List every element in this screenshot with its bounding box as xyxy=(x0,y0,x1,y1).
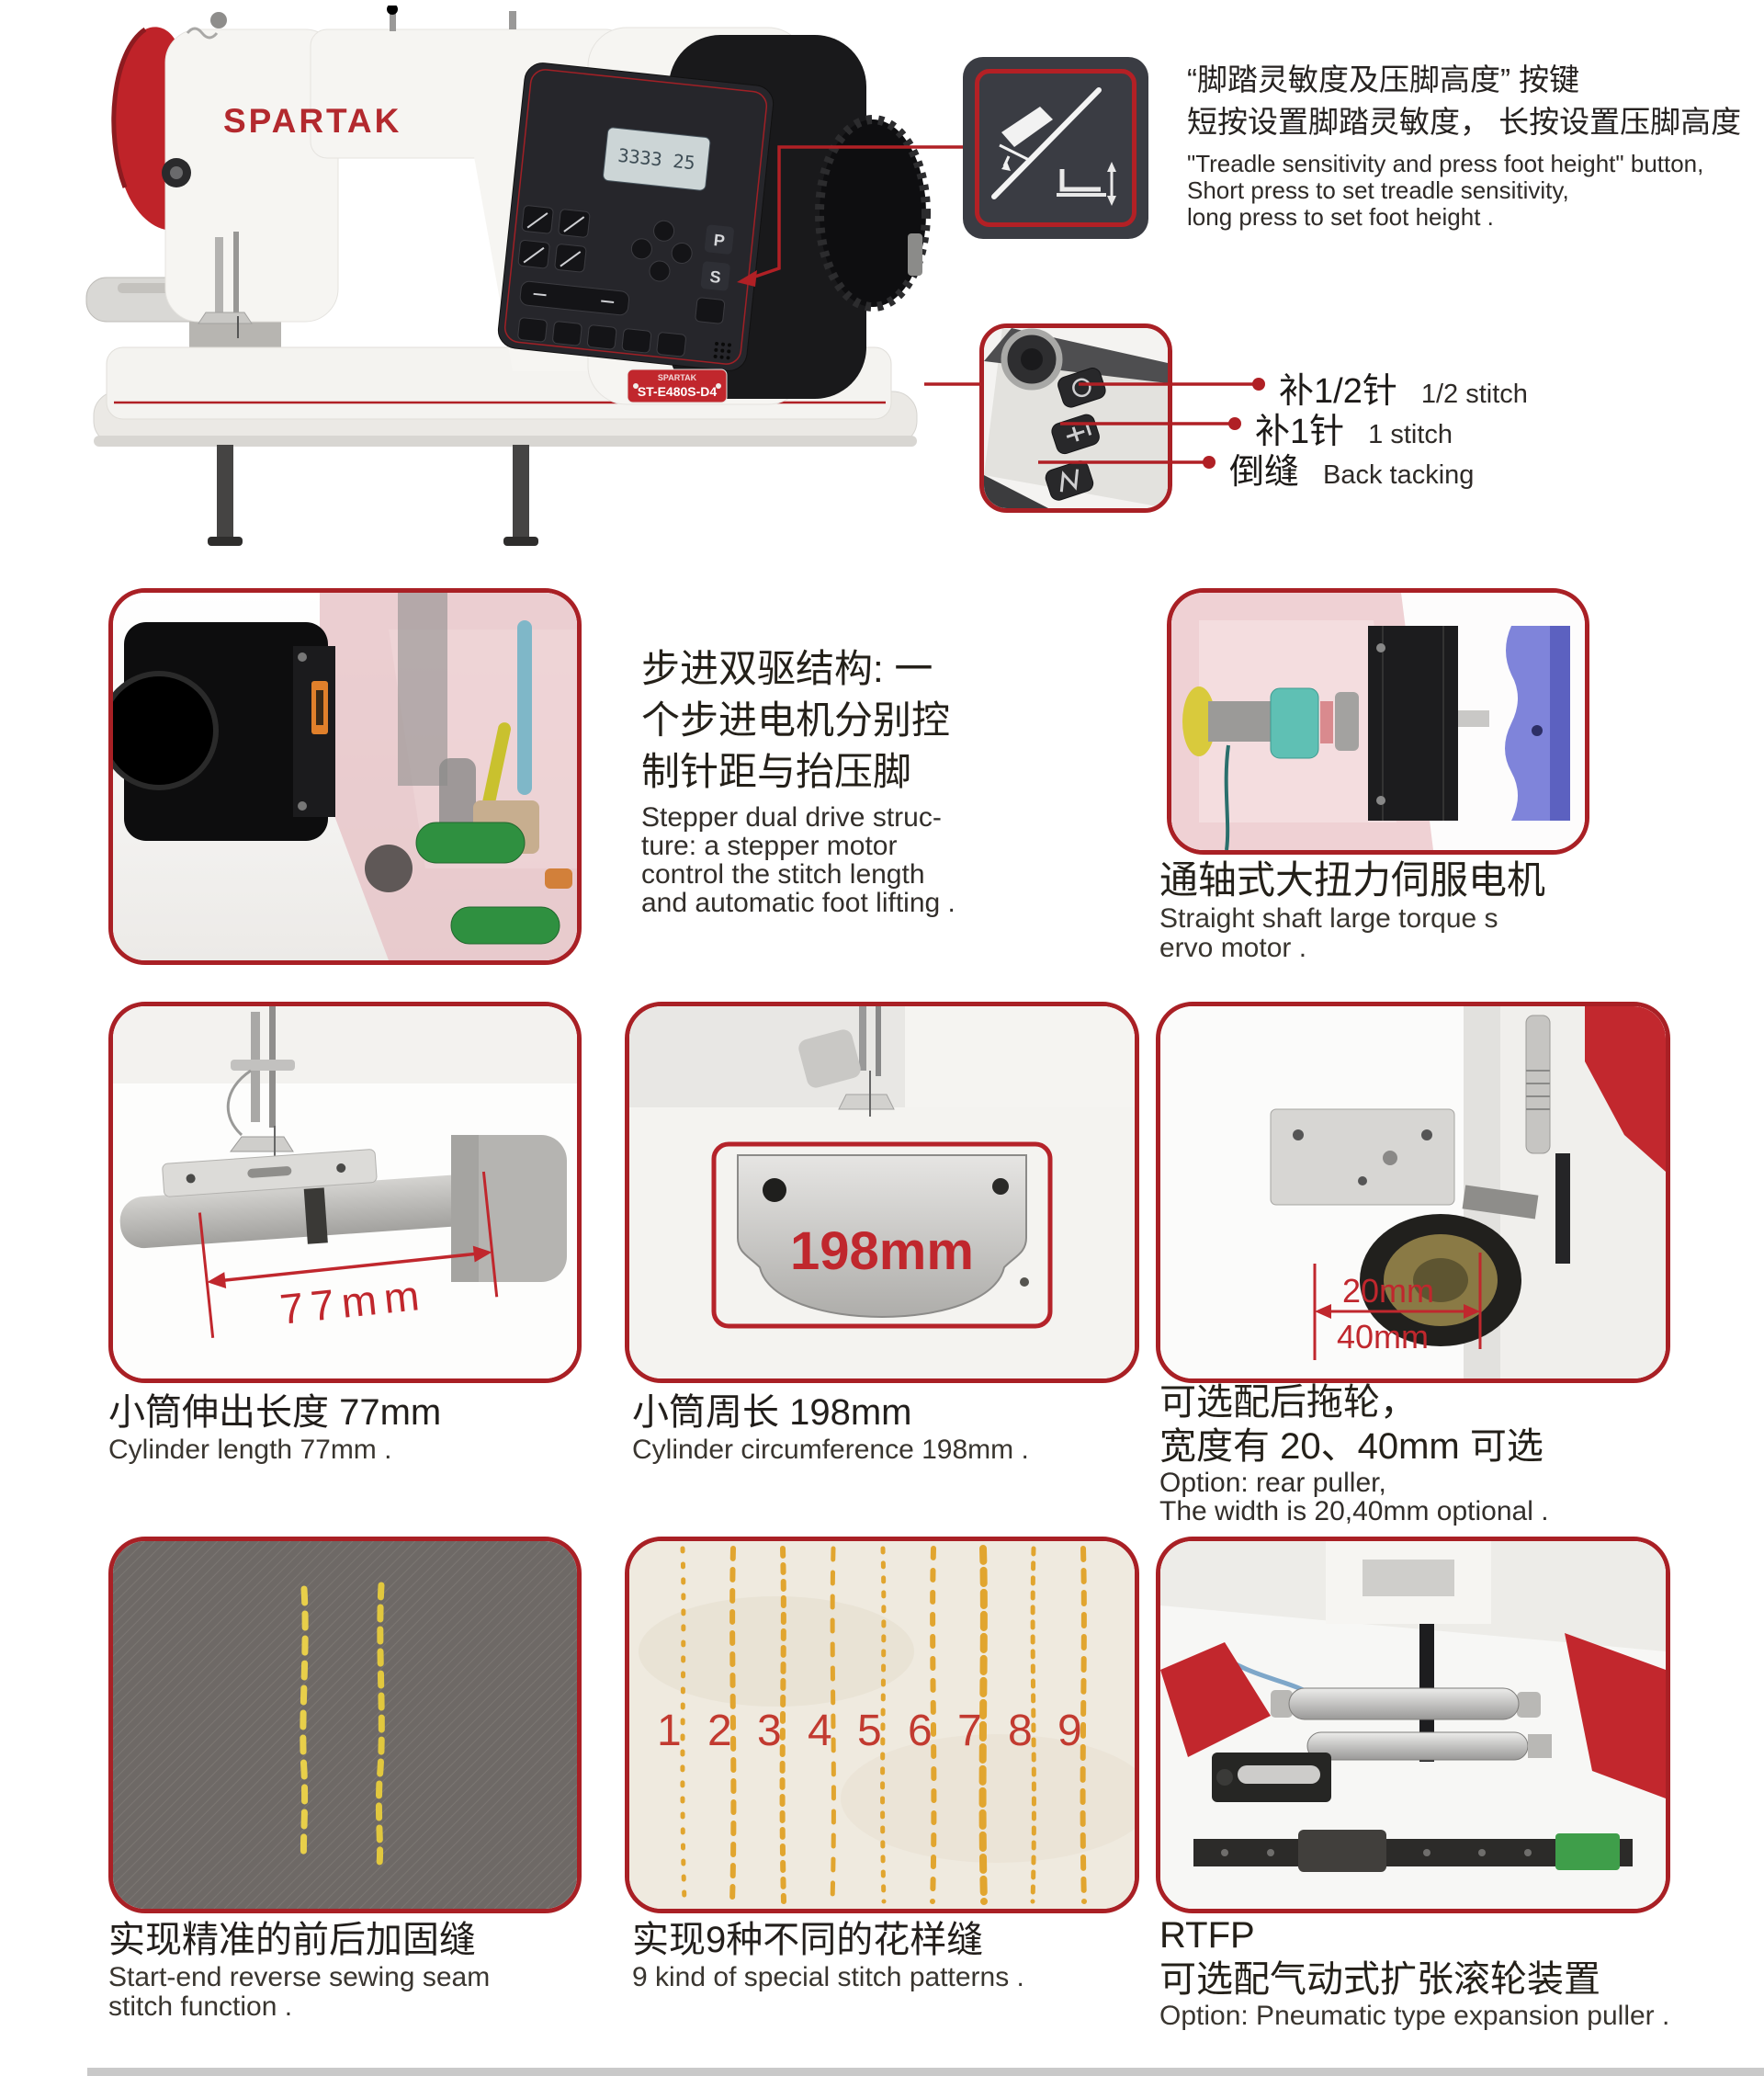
side-buttons-closeup-photo xyxy=(979,323,1172,513)
cylinder-length-photo: 77mm xyxy=(108,1002,582,1383)
servo-zh: 通轴式大扭力伺服电机 xyxy=(1159,858,1546,902)
reverse-zh: 实现精准的前后加固缝 xyxy=(108,1920,476,1960)
treadle-en-line1: "Treadle sensitivity and press foot heig… xyxy=(1187,150,1704,177)
treadle-zh-line1: “脚踏灵敏度及压脚高度” 按键 xyxy=(1187,62,1580,96)
cylinder-length-caption: 小筒伸出长度 77mm Cylinder length 77mm . xyxy=(108,1390,441,1465)
model-label-brand: SPARTAK xyxy=(658,373,697,382)
stitch-button-label-half: 补1/2针 1/2 stitch xyxy=(1279,362,1528,413)
rear-puller-zh1: 可选配后拖轮， xyxy=(1159,1382,1417,1423)
stepper-zh1: 步进双驱结构: 一 xyxy=(641,647,933,690)
stepper-en3: control the stitch length xyxy=(641,859,925,890)
treadle-icon-frame xyxy=(975,69,1136,227)
label-en: 1 stitch xyxy=(1368,420,1453,449)
stitch-patterns-photo: 1 2 3 4 5 6 7 8 9 xyxy=(625,1537,1139,1913)
cyl-length-en: Cylinder length 77mm . xyxy=(108,1435,392,1465)
reverse-en1: Start-end reverse sewing seam xyxy=(108,1962,491,1992)
svg-text:3: 3 xyxy=(757,1707,782,1755)
servo-en1: Straight shaft large torque s xyxy=(1159,903,1498,934)
stepper-drive-photo xyxy=(108,588,582,965)
rtfp-title: RTFP xyxy=(1159,1915,1255,1956)
svg-text:4: 4 xyxy=(808,1707,832,1755)
stitch-patterns-caption: 实现9种不同的花样缝 9 kind of special stitch patt… xyxy=(632,1917,1024,1992)
rtfp-zh: 可选配气动式扩张滚轮装置 xyxy=(1159,1959,1600,2000)
cyl-circ-en: Cylinder circumference 198mm . xyxy=(632,1435,1029,1465)
stitch-pattern-numbers: 1 2 3 4 5 6 7 8 9 xyxy=(657,1707,1082,1755)
svg-text:5: 5 xyxy=(857,1707,882,1755)
stitch-button-label-backtack: 倒缝 Back tacking xyxy=(1229,443,1474,493)
rear-puller-zh2: 宽度有 20、40mm 可选 xyxy=(1159,1426,1544,1467)
rtfp-caption: RTFP 可选配气动式扩张滚轮装置 Option: Pneumatic type… xyxy=(1159,1913,1669,2031)
patterns-en: 9 kind of special stitch patterns . xyxy=(632,1962,1024,1992)
svg-text:S: S xyxy=(709,267,722,287)
dim-40mm: 40mm xyxy=(1337,1318,1429,1356)
brand-logo: SPARTAK xyxy=(223,102,401,140)
model-number: ST-E480S-D4 xyxy=(638,384,718,399)
label-en: Back tacking xyxy=(1323,460,1475,490)
servo-en2: ervo motor . xyxy=(1159,933,1307,963)
rear-puller-en1: Option: rear puller, xyxy=(1159,1468,1386,1498)
stepper-zh2: 个步进电机分别控 xyxy=(641,698,951,742)
svg-text:7: 7 xyxy=(957,1707,982,1755)
dim-20mm: 20mm xyxy=(1342,1272,1434,1310)
rtfp-en: Option: Pneumatic type expansion puller … xyxy=(1159,2001,1670,2031)
stepper-en4: and automatic foot lifting . xyxy=(641,888,956,918)
reverse-en2: stitch function . xyxy=(108,1991,293,2022)
cylinder-circumference-caption: 小筒周长 198mm Cylinder circumference 198mm … xyxy=(632,1390,1029,1465)
lcd-display xyxy=(603,127,711,191)
sewing-machine-photo: SPARTAK 3333 25 xyxy=(85,6,931,546)
rear-puller-photo: 20mm 40mm xyxy=(1156,1002,1670,1383)
cyl-circ-zh: 小筒周长 198mm xyxy=(632,1392,912,1433)
control-panel: 3333 25 P S xyxy=(497,62,775,371)
reverse-sewing-photo xyxy=(108,1537,582,1913)
treadle-and-foot-height-icon xyxy=(991,87,1116,206)
svg-text:1: 1 xyxy=(657,1707,682,1755)
stepper-en2: ture: a stepper motor xyxy=(641,831,898,861)
treadle-zh-line2: 短按设置脚踏灵敏度， 长按设置压脚高度 xyxy=(1187,105,1742,139)
treadle-en-line2: Short press to set treadle sensitivity, xyxy=(1187,176,1569,204)
rtfp-photo xyxy=(1156,1537,1670,1913)
rear-puller-en2: The width is 20,40mm optional . xyxy=(1159,1496,1549,1526)
stepper-caption: 步进双驱结构: 一 个步进电机分别控 制针距与抬压脚 Stepper dual … xyxy=(641,643,972,917)
bottom-divider xyxy=(87,2068,1764,2076)
label-zh: 补1/2针 xyxy=(1279,372,1397,411)
reverse-sewing-caption: 实现精准的前后加固缝 Start-end reverse sewing seam… xyxy=(108,1917,490,2022)
dim-198mm: 198mm xyxy=(790,1221,974,1281)
svg-text:6: 6 xyxy=(908,1707,933,1755)
servo-caption: 通轴式大扭力伺服电机 Straight shaft large torque s… xyxy=(1159,856,1545,963)
label-zh: 倒缝 xyxy=(1229,453,1300,492)
label-en: 1/2 stitch xyxy=(1420,380,1528,409)
servo-motor-photo xyxy=(1167,588,1589,855)
patterns-zh: 实现9种不同的花样缝 xyxy=(632,1920,984,1960)
treadle-en-line3: long press to set foot height . xyxy=(1187,203,1494,231)
svg-text:2: 2 xyxy=(707,1707,732,1755)
svg-text:8: 8 xyxy=(1008,1707,1033,1755)
model-label: SPARTAK ST-E480S-D4 xyxy=(627,369,728,403)
svg-text:P: P xyxy=(713,231,726,250)
stitch-button-label-one: 补1针 1 stitch xyxy=(1255,403,1453,453)
stepper-en1: Stepper dual drive struc- xyxy=(641,802,942,833)
svg-text:9: 9 xyxy=(1057,1707,1082,1755)
treadle-callout-box xyxy=(963,57,1148,239)
rear-puller-caption: 可选配后拖轮， 宽度有 20、40mm 可选 Option: rear pull… xyxy=(1159,1380,1549,1526)
stepper-zh3: 制针距与抬压脚 xyxy=(641,750,912,793)
cyl-length-zh: 小筒伸出长度 77mm xyxy=(108,1392,442,1433)
treadle-callout-text: “脚踏灵敏度及压脚高度” 按键 短按设置脚踏灵敏度， 长按设置压脚高度 "Tre… xyxy=(1187,59,1757,231)
cylinder-circumference-photo: 198mm xyxy=(625,1002,1139,1383)
label-zh: 补1针 xyxy=(1255,413,1345,451)
